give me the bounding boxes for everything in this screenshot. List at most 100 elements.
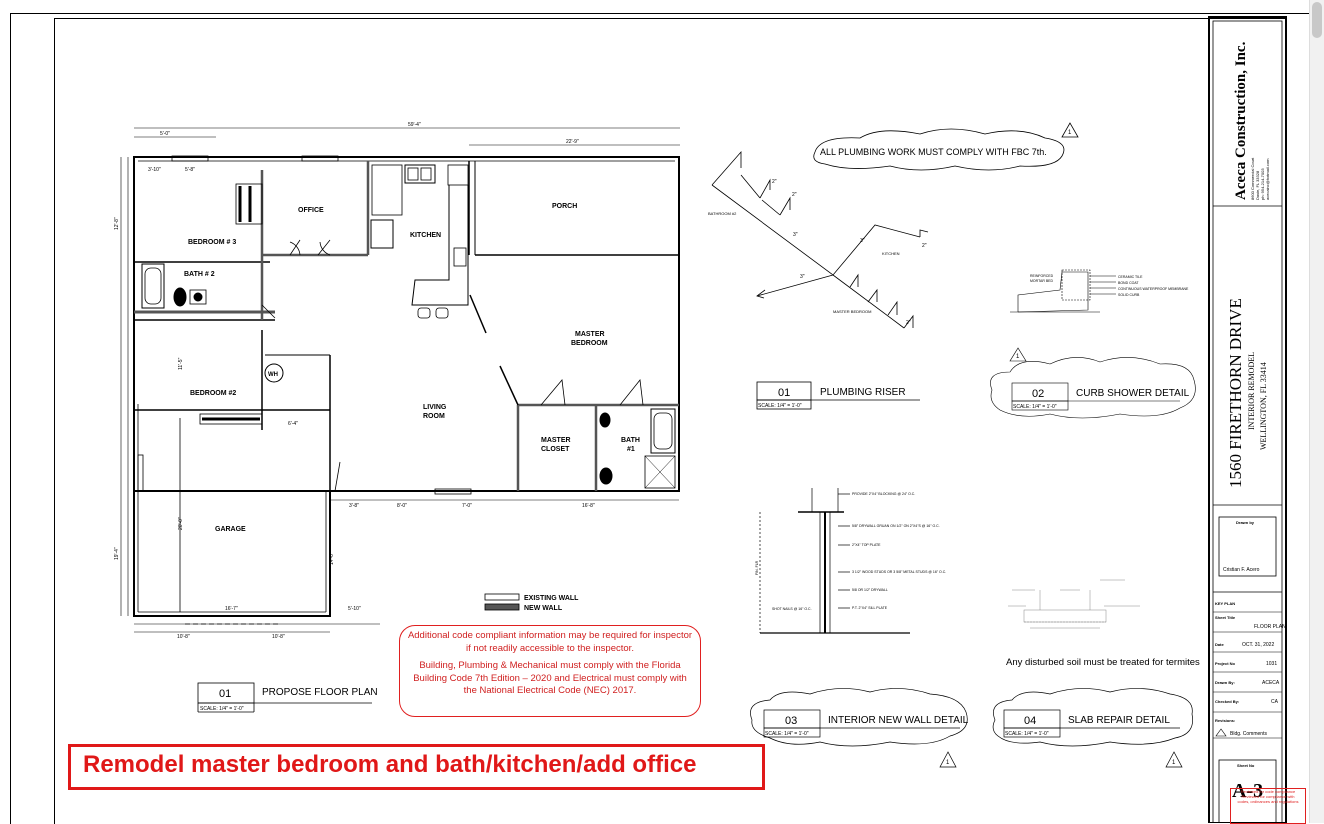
- revision-mark: 1: [946, 760, 950, 766]
- stamp-line: Reviewed for code compliance: [1240, 789, 1296, 794]
- detail-title: PLUMBING RISER: [820, 387, 906, 398]
- stamp-line: Reviewed for compliance with: [1241, 794, 1295, 799]
- porch-dim: 22'-9": [566, 139, 579, 145]
- title-block: [1208, 16, 1287, 823]
- key-plan-label: KEY PLAN: [1215, 601, 1235, 606]
- pipe-size: 2": [792, 192, 797, 198]
- company-line: acecainc@hotmail.com: [1265, 158, 1270, 200]
- curb-note: CERAMIC TILE: [1118, 275, 1143, 279]
- room-office: OFFICE: [298, 207, 324, 214]
- date: OCT. 31, 2022: [1242, 642, 1274, 648]
- dim: 14'-0": [329, 552, 335, 565]
- wall-note: 5/8 OR 1/2" DRYWALL: [852, 588, 888, 592]
- riser-label-master: MASTER BEDROOM: [833, 309, 871, 314]
- dim: 5'-10": [348, 606, 361, 612]
- revisions-label: Revisions:: [1215, 718, 1235, 723]
- detail-scale: SCALE: 1/4" = 1'-0": [1005, 731, 1049, 737]
- detail-scale: SCALE: 1/4" = 1'-0": [1013, 404, 1057, 410]
- pipe-size: 3": [860, 238, 865, 244]
- revision-item: Bldg. Comments: [1230, 731, 1267, 737]
- review-stamp: Reviewed for code compliance Reviewed fo…: [1230, 788, 1306, 824]
- pipe-size: 3": [793, 232, 798, 238]
- dim: 20'-0": [178, 517, 184, 530]
- dim: 3'-10": [148, 167, 161, 173]
- room-porch: PORCH: [552, 203, 577, 210]
- detail-scale: SCALE: 1/4" = 1'-0": [200, 706, 244, 712]
- project-address: 1560 FIRETHORN DRIVE: [1226, 298, 1245, 488]
- company-line: ph: 954-214-7003: [1260, 168, 1265, 200]
- project-city: WELLINGTON, FL 33414: [1259, 362, 1268, 450]
- plumbing-riser-text: ALL PLUMBING WORK MUST COMPLY WITH FBC 7…: [708, 130, 1072, 409]
- floor-plan-text: 59'-4" 22'-9" 5'-0" 3'-10" 5'-8" OFFICE …: [114, 122, 640, 712]
- drawn-by: Cristian F. Acero: [1223, 567, 1260, 573]
- checked-label: Checked By:: [1215, 699, 1239, 704]
- riser-label-kitchen: KITCHEN: [882, 251, 900, 256]
- legend-new-wall: NEW WALL: [524, 605, 563, 612]
- company-name: Aceca Construction, Inc.: [1233, 41, 1249, 200]
- dim: 16'-7": [225, 606, 238, 612]
- detail-scale: SCALE: 1/4" = 1'-0": [765, 731, 809, 737]
- code-compliance-note: Additional code compliant information ma…: [399, 625, 701, 717]
- checked: CA: [1271, 699, 1279, 705]
- slab-repair-detail: [1008, 579, 1140, 629]
- title-block-text: Aceca Construction, Inc. 8600 Commercial…: [1215, 41, 1286, 802]
- floor-plan: [120, 127, 680, 713]
- room-kitchen: KITCHEN: [410, 232, 441, 239]
- curb-note: BOND COAT: [1118, 281, 1139, 285]
- dim: 10'-8": [272, 634, 285, 640]
- detail-number: 02: [1032, 388, 1044, 400]
- water-heater-label: WH: [268, 372, 278, 378]
- detail-title: PROPOSE FLOOR PLAN: [262, 687, 378, 698]
- sheet-no-label: Sheet No: [1237, 763, 1255, 768]
- room-living: ROOM: [423, 413, 445, 420]
- dim: 6'-4": [288, 421, 298, 427]
- detail-number: 01: [778, 387, 790, 399]
- code-note-paragraph: Additional code compliant information ma…: [407, 630, 693, 654]
- wall-note: SHOT NAILS @ 16" O.C.: [772, 607, 812, 611]
- dim: 10'-8": [177, 634, 190, 640]
- wall-note: 2"X4" TOP PLATE: [852, 543, 881, 547]
- room-bath-1: BATH: [621, 437, 640, 444]
- curb-note: SOLID CURB: [1118, 293, 1140, 297]
- drawn-label: Drawn By:: [1215, 680, 1235, 685]
- room-bath-2: BATH # 2: [184, 271, 215, 278]
- dim: 3'-8": [349, 503, 359, 509]
- wall-note: P.T. 2"X4" SILL PLATE: [852, 606, 888, 610]
- detail-number: 04: [1024, 715, 1036, 727]
- date-label: Date: [1215, 642, 1224, 647]
- room-master-closet: MASTER: [541, 437, 571, 444]
- pipe-size: 3": [800, 274, 805, 280]
- curb-note: REINFORCED: [1030, 274, 1054, 278]
- drawing-sheet-border: [10, 13, 1313, 824]
- sheet-number: A-3: [1232, 780, 1263, 802]
- legend-existing-wall: EXISTING WALL: [524, 595, 579, 602]
- room-master-bedroom: MASTER: [575, 331, 605, 338]
- detail-number: 01: [219, 688, 231, 700]
- room-bedroom-3: BEDROOM # 3: [188, 239, 236, 246]
- drawing-inner-border: [54, 18, 1287, 824]
- dim: 19'-4": [114, 547, 120, 560]
- pipe-size: 2": [922, 243, 927, 249]
- detail-number: 03: [785, 715, 797, 727]
- room-living: LIVING: [423, 404, 447, 411]
- slab-repair-frame: [992, 688, 1193, 768]
- code-note-paragraph: Building, Plumbing & Mechanical must com…: [413, 660, 687, 696]
- dim: 12'-8": [114, 217, 120, 230]
- wall-note: 5/8" DRYWALL GRUAN ON 1/2" ON 2"X4"S @ 1…: [852, 524, 940, 528]
- revision-mark: 1: [1172, 760, 1176, 766]
- overall-dim: 59'-4": [408, 122, 421, 128]
- room-bedroom-2: BEDROOM #2: [190, 390, 236, 397]
- curb-shower-detail: [990, 269, 1196, 419]
- pipe-size: 2": [772, 179, 777, 185]
- detail-title: SLAB REPAIR DETAIL: [1068, 715, 1170, 726]
- room-master-closet: CLOSET: [541, 446, 570, 453]
- project-subtitle: INTERIOR REMODEL: [1247, 352, 1256, 430]
- curb-note: CONTINUOUS WATERPROOF MEMBRANE: [1118, 287, 1189, 291]
- detail-title: CURB SHOWER DETAIL: [1076, 388, 1190, 399]
- scrollbar-thumb[interactable]: [1312, 2, 1322, 38]
- vertical-scrollbar[interactable]: [1309, 0, 1324, 823]
- room-bath-1: #1: [627, 446, 635, 453]
- curb-shower-text: CERAMIC TILE BOND COAT CONTINUOUS WATERP…: [1013, 274, 1190, 410]
- riser-label-bath2: BATHROOM #2: [708, 211, 737, 216]
